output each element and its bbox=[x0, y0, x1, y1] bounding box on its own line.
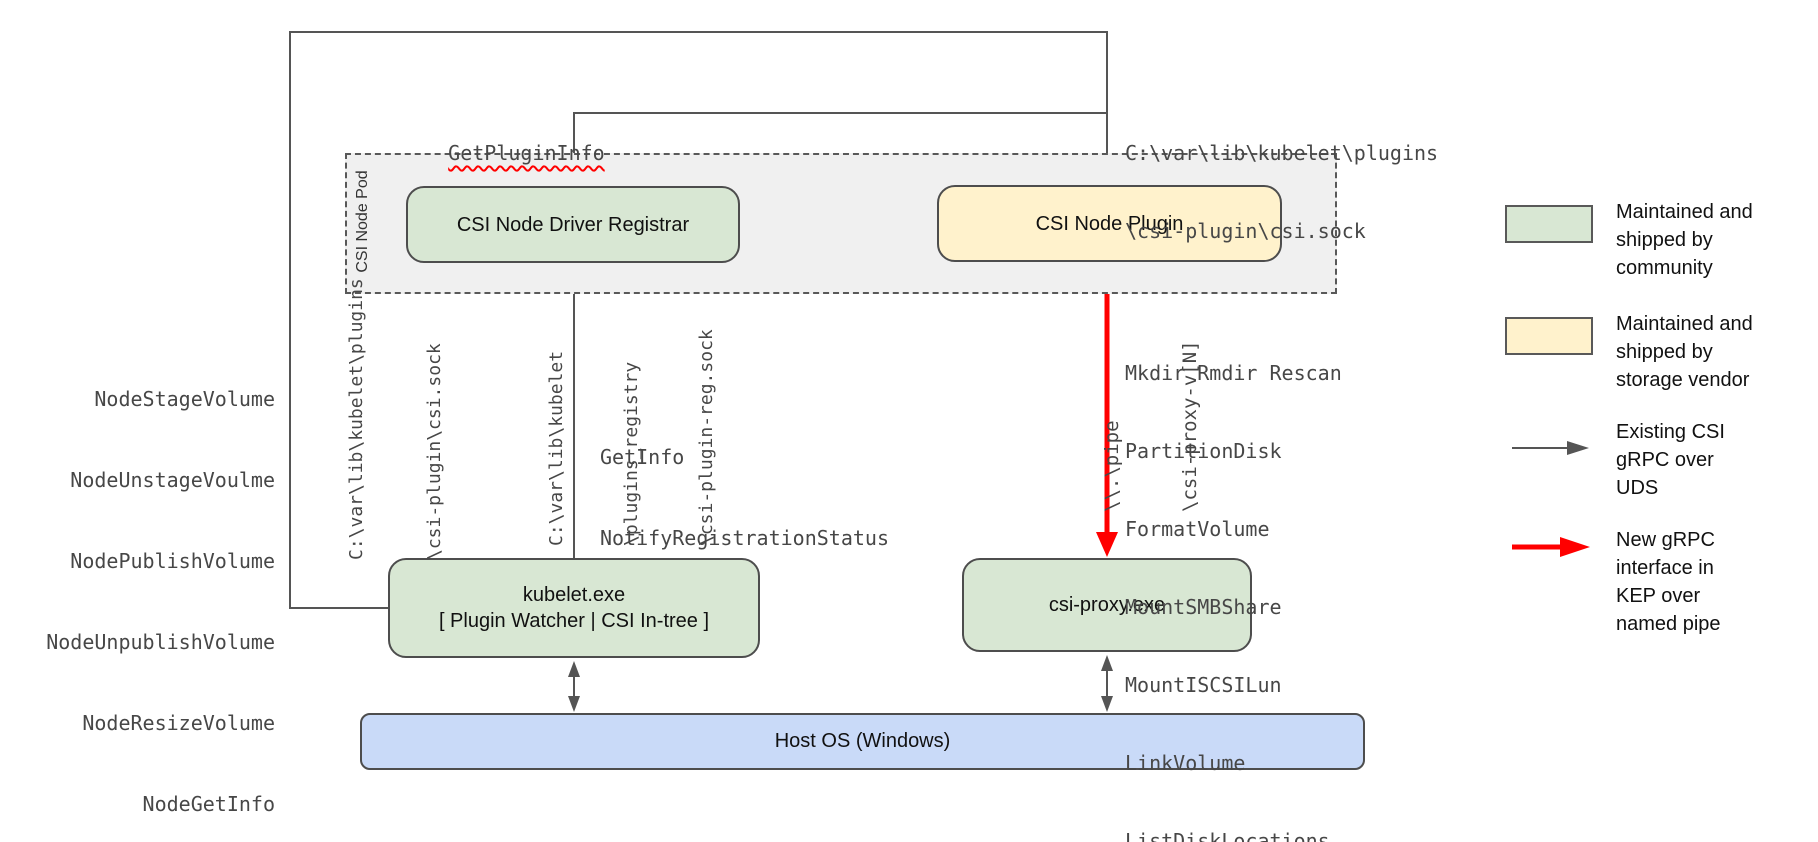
legend-community-line: community bbox=[1616, 257, 1713, 279]
csi-node-plugin-label: CSI Node Plugin bbox=[1035, 212, 1184, 235]
legend-community-line: Maintained and bbox=[1616, 201, 1753, 223]
csi-node-driver-registrar-box: CSI Node Driver Registrar bbox=[406, 186, 740, 263]
plugin-socket-path-line: C:\var\lib\kubelet\plugins bbox=[1125, 141, 1439, 165]
proxy-rpc-item: PartitionDisk bbox=[1125, 439, 1282, 463]
csi-proxy-box: csi-proxy.exe bbox=[962, 558, 1252, 652]
plugin-socket-path-vertical-line: C:\var\lib\kubelet\plugins bbox=[346, 278, 367, 560]
named-pipe-path-vertical: \\.\pipe \csi-proxy-v[N] bbox=[1047, 324, 1255, 512]
node-rpc-item: NodeResizeVolume bbox=[82, 711, 275, 735]
node-rpc-item: NodeStageVolume bbox=[94, 387, 275, 411]
legend-vendor-text: Maintained and shipped by storage vendor bbox=[1616, 310, 1753, 394]
kubelet-label-line1: kubelet.exe bbox=[522, 584, 626, 606]
csi-node-pod-label: CSI Node Pod bbox=[354, 170, 371, 273]
get-plugin-info-text: GetPluginInfo bbox=[448, 141, 605, 165]
kubelet-label-line2: [ Plugin Watcher | CSI In-tree ] bbox=[438, 610, 710, 632]
arrowhead-csiproxy-down bbox=[1101, 696, 1113, 712]
legend-pipe-line: interface in bbox=[1616, 557, 1714, 579]
legend-uds-line: Existing CSI bbox=[1616, 421, 1725, 443]
legend-community-text: Maintained and shipped by community bbox=[1616, 198, 1753, 282]
registration-rpc-item: GetInfo bbox=[600, 445, 685, 469]
plugin-socket-path-annotation: C:\var\lib\kubelet\plugins \csi-plugin\c… bbox=[1125, 88, 1438, 296]
plugin-socket-path-line: \csi-plugin\csi.sock bbox=[1125, 219, 1366, 243]
registration-rpc-list: GetInfo NotifyRegistrationStatus bbox=[600, 390, 889, 606]
proxy-rpc-list: Mkdir Rmdir Rescan PartitionDisk FormatV… bbox=[1125, 308, 1342, 842]
node-rpc-item: NodeGetInfo bbox=[142, 792, 275, 816]
plugin-socket-path-vertical: C:\var\lib\kubelet\plugins \csi-plugin\c… bbox=[292, 277, 500, 560]
legend-gray-arrowhead bbox=[1567, 441, 1589, 455]
csi-proxy-label: csi-proxy.exe bbox=[1048, 594, 1166, 616]
legend-vendor-line: storage vendor bbox=[1616, 369, 1750, 391]
kubelet-box: kubelet.exe [ Plugin Watcher | CSI In-tr… bbox=[388, 558, 760, 658]
csi-node-plugin-box: CSI Node Plugin bbox=[937, 185, 1282, 262]
legend-uds-line: gRPC over bbox=[1616, 449, 1714, 471]
legend-vendor-line: shipped by bbox=[1616, 341, 1713, 363]
node-rpc-item: NodeUnstageVoulme bbox=[70, 468, 275, 492]
node-rpc-list: NodeStageVolume NodeUnstageVoulme NodePu… bbox=[38, 332, 275, 842]
proxy-rpc-item: MountISCSILun bbox=[1125, 673, 1282, 697]
legend-vendor-swatch bbox=[1505, 317, 1593, 355]
get-plugin-info-annotation: GetPluginInfo bbox=[400, 114, 605, 192]
proxy-rpc-item: Mkdir Rmdir Rescan bbox=[1125, 361, 1342, 385]
legend-uds-line: UDS bbox=[1616, 477, 1659, 499]
legend-community-swatch bbox=[1505, 205, 1593, 243]
proxy-rpc-item: ListDiskLocations bbox=[1125, 829, 1330, 842]
csi-node-driver-registrar-label: CSI Node Driver Registrar bbox=[456, 213, 690, 236]
arrowhead-csiproxy-up bbox=[1101, 655, 1113, 671]
registration-socket-path-vertical: C:\var\lib\kubelet \plugins_registry \cs… bbox=[494, 308, 769, 546]
legend-community-line: shipped by bbox=[1616, 229, 1713, 251]
legend-pipe-line: New gRPC bbox=[1616, 529, 1715, 551]
legend-pipe-line: KEP over bbox=[1616, 585, 1701, 607]
node-rpc-item: NodePublishVolume bbox=[70, 549, 275, 573]
proxy-rpc-item: MountSMBShare bbox=[1125, 595, 1282, 619]
proxy-rpc-item: LinkVolume bbox=[1125, 751, 1246, 775]
arrowhead-kubelet-up bbox=[568, 661, 580, 677]
arrowhead-kubelet-down bbox=[568, 696, 580, 712]
legend-uds-text: Existing CSI gRPC over UDS bbox=[1616, 418, 1725, 502]
plugin-socket-path-vertical-line: \csi-plugin\csi.sock bbox=[424, 343, 445, 560]
named-pipe-path-line: \\.\pipe bbox=[1101, 420, 1123, 512]
legend-pipe-line: named pipe bbox=[1616, 613, 1721, 635]
proxy-rpc-item: FormatVolume bbox=[1125, 517, 1270, 541]
host-os-label: Host OS (Windows) bbox=[774, 730, 951, 752]
named-pipe-path-line: \csi-proxy-v[N] bbox=[1179, 340, 1201, 512]
host-os-box: Host OS (Windows) bbox=[360, 713, 1365, 770]
arrow-kubelet-to-plugin bbox=[289, 31, 1108, 609]
legend-vendor-line: Maintained and bbox=[1616, 313, 1753, 335]
legend-red-arrowhead bbox=[1560, 537, 1590, 557]
legend-pipe-text: New gRPC interface in KEP over named pip… bbox=[1616, 526, 1721, 638]
node-rpc-item: NodeUnpublishVolume bbox=[46, 630, 275, 654]
registration-socket-path-line: \csi-plugin-reg.sock bbox=[696, 329, 717, 546]
registration-rpc-item: NotifyRegistrationStatus bbox=[600, 526, 889, 550]
arrowhead-red-into-csiproxy bbox=[1096, 532, 1118, 557]
registration-socket-path-line: C:\var\lib\kubelet bbox=[546, 350, 567, 546]
registration-socket-path-line: \plugins_registry bbox=[621, 361, 642, 546]
